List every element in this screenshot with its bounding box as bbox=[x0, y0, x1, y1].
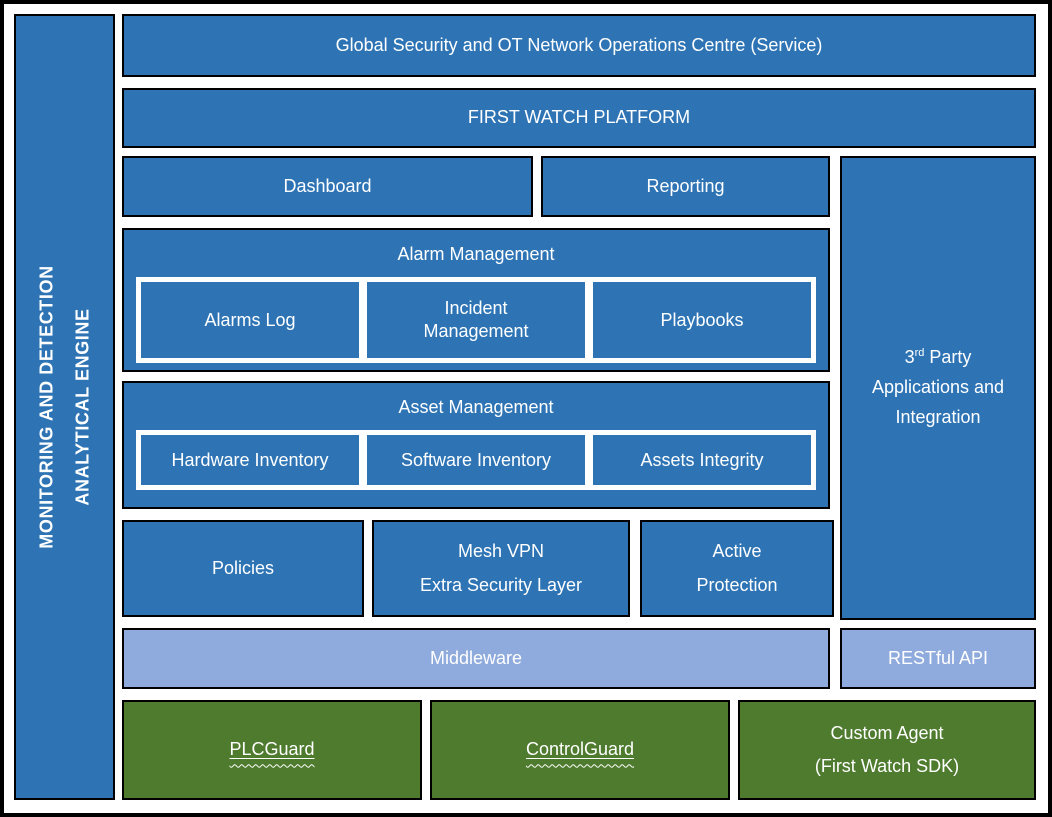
active-protection-block: Active Protection bbox=[640, 520, 834, 617]
dashboard-block: Dashboard bbox=[122, 156, 533, 217]
policies-label: Policies bbox=[211, 557, 275, 578]
active-protection-label: Active Protection bbox=[696, 541, 778, 595]
controlguard-block: ControlGuard bbox=[430, 700, 730, 800]
alarm-management-title: Alarm Management bbox=[397, 244, 555, 264]
software-inventory-cell: Software Inventory bbox=[367, 435, 585, 486]
plcguard-block: PLCGuard bbox=[122, 700, 422, 800]
controlguard-label: ControlGuard bbox=[525, 739, 635, 760]
alarms-log-cell: Alarms Log bbox=[141, 282, 359, 359]
asset-management-title: Asset Management bbox=[398, 397, 554, 417]
playbooks-label: Playbooks bbox=[660, 309, 744, 330]
hardware-inventory-label: Hardware Inventory bbox=[171, 449, 329, 470]
alarm-management-block: Alarm Management Alarms Log Incident Man… bbox=[122, 228, 830, 372]
incident-management-cell: Incident Management bbox=[367, 282, 585, 359]
monitoring-detection-label: MONITORING AND DETECTION ANALYTICAL ENGI… bbox=[36, 265, 93, 549]
asset-management-block: Asset Management Hardware Inventory Soft… bbox=[122, 381, 830, 509]
asset-management-frame: Hardware Inventory Software Inventory As… bbox=[136, 430, 816, 491]
middleware-label: Middleware bbox=[429, 647, 523, 668]
first-watch-platform-label: FIRST WATCH PLATFORM bbox=[467, 107, 691, 128]
third-party-label: 3rd Party Applications and Integration bbox=[871, 347, 1005, 427]
assets-integrity-label: Assets Integrity bbox=[640, 449, 764, 470]
alarms-log-label: Alarms Log bbox=[204, 309, 296, 330]
assets-integrity-cell: Assets Integrity bbox=[593, 435, 811, 486]
restful-api-block: RESTful API bbox=[840, 628, 1036, 689]
plcguard-label: PLCGuard bbox=[229, 739, 315, 760]
mesh-vpn-label: Mesh VPN Extra Security Layer bbox=[419, 541, 583, 595]
incident-management-label: Incident Management bbox=[423, 298, 529, 342]
global-soc-label: Global Security and OT Network Operation… bbox=[335, 34, 823, 55]
dashboard-label: Dashboard bbox=[283, 175, 372, 196]
custom-agent-label: Custom Agent (First Watch SDK) bbox=[814, 722, 960, 776]
custom-agent-block: Custom Agent (First Watch SDK) bbox=[738, 700, 1036, 800]
policies-block: Policies bbox=[122, 520, 364, 617]
playbooks-cell: Playbooks bbox=[593, 282, 811, 359]
hardware-inventory-cell: Hardware Inventory bbox=[141, 435, 359, 486]
first-watch-platform-banner: FIRST WATCH PLATFORM bbox=[122, 88, 1036, 148]
reporting-block: Reporting bbox=[541, 156, 830, 217]
mesh-vpn-block: Mesh VPN Extra Security Layer bbox=[372, 520, 630, 617]
middleware-block: Middleware bbox=[122, 628, 830, 689]
third-party-block: 3rd Party Applications and Integration bbox=[840, 156, 1036, 620]
global-soc-banner: Global Security and OT Network Operation… bbox=[122, 14, 1036, 77]
software-inventory-label: Software Inventory bbox=[400, 449, 552, 470]
restful-api-label: RESTful API bbox=[887, 647, 989, 668]
alarm-management-frame: Alarms Log Incident Management Playbooks bbox=[136, 277, 816, 364]
reporting-label: Reporting bbox=[646, 175, 725, 196]
monitoring-detection-bar: MONITORING AND DETECTION ANALYTICAL ENGI… bbox=[14, 14, 115, 800]
